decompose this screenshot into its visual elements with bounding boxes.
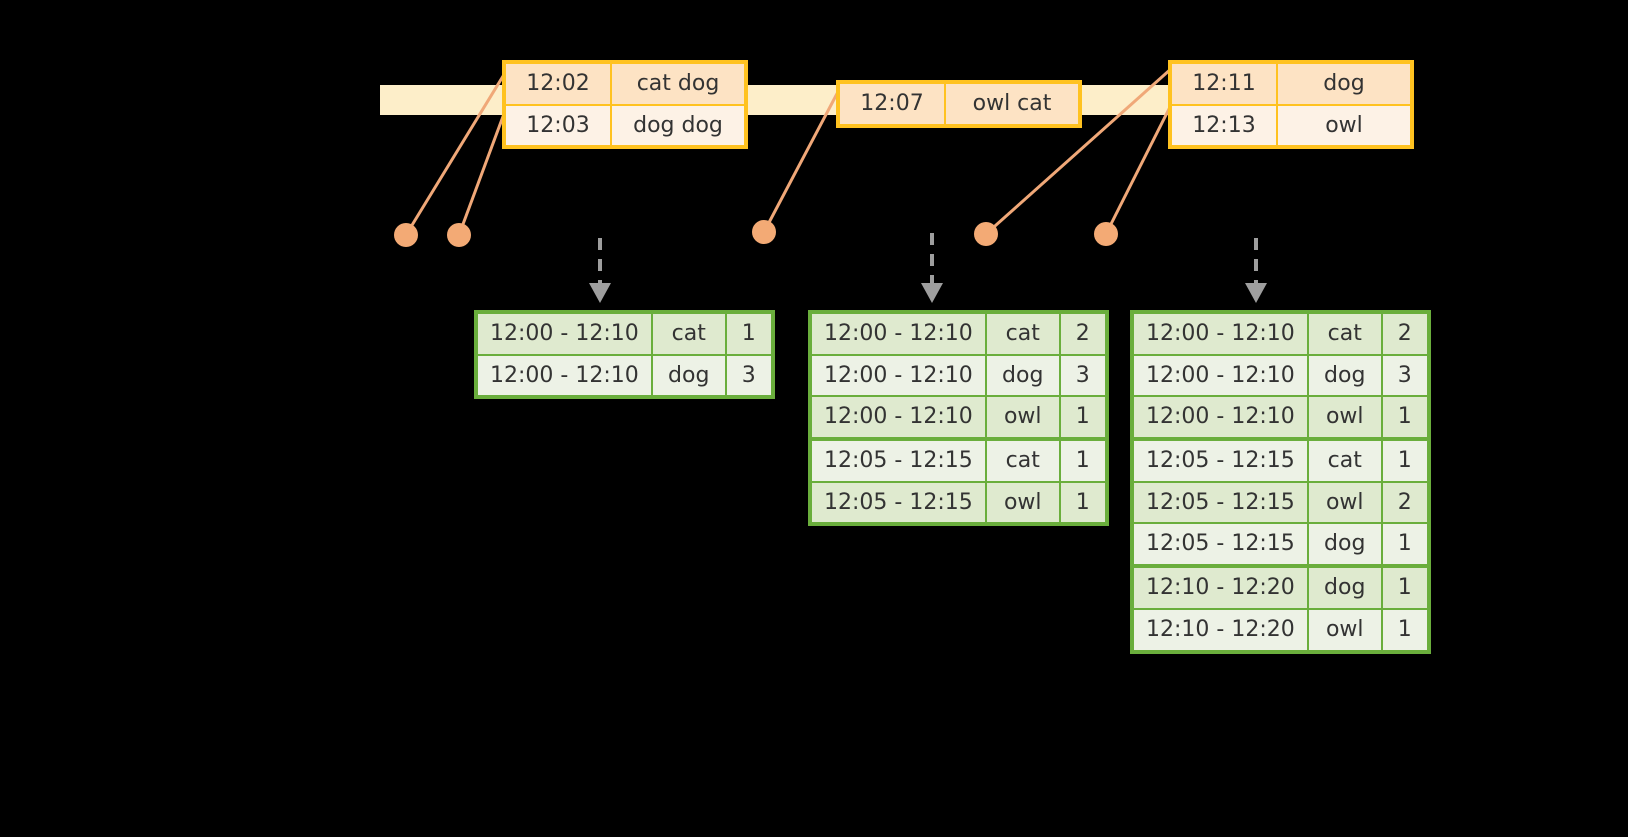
window-word-cell: owl xyxy=(1307,396,1382,441)
window-window-cell: 12:05 - 12:15 xyxy=(1133,481,1308,524)
event-time: 12:02 xyxy=(505,63,611,105)
window-word-cell: owl xyxy=(1307,481,1382,524)
event-dot-5 xyxy=(1094,222,1118,246)
window-word-cell: dog xyxy=(651,354,726,397)
window-window-cell: 12:05 - 12:15 xyxy=(811,481,986,524)
window-count-cell: 1 xyxy=(725,313,772,355)
event-words: owl cat xyxy=(945,83,1079,125)
window-count-cell: 2 xyxy=(1381,313,1428,355)
window-count-cell: 1 xyxy=(1059,396,1106,441)
flow-arrows-group xyxy=(589,233,1267,303)
window-word-cell: cat xyxy=(1307,440,1382,482)
window-window-cell: 12:00 - 12:10 xyxy=(477,354,652,397)
event-dot-1 xyxy=(394,223,418,247)
event-words: owl xyxy=(1277,104,1411,147)
flow-arrow-3 xyxy=(1245,238,1267,303)
event-dot-2 xyxy=(447,223,471,247)
event-time: 12:11 xyxy=(1171,63,1277,105)
window-window-cell: 12:10 - 12:20 xyxy=(1133,567,1308,609)
window-window-cell: 12:05 - 12:15 xyxy=(1133,523,1308,568)
window-count-cell: 3 xyxy=(725,354,772,397)
window-count-cell: 1 xyxy=(1381,523,1428,568)
arrowhead-icon xyxy=(1245,283,1267,303)
event-time: 12:13 xyxy=(1171,104,1277,147)
event-words: dog xyxy=(1277,63,1411,105)
event-row: 12:11 dog xyxy=(1171,63,1411,105)
window-word-cell: owl xyxy=(985,481,1060,524)
event-dot-4 xyxy=(974,222,998,246)
window-window-cell: 12:00 - 12:10 xyxy=(811,313,986,355)
window-word-cell: owl xyxy=(1307,608,1382,651)
window-count-cell: 1 xyxy=(1059,481,1106,524)
window-count-cell: 3 xyxy=(1059,354,1106,397)
window-window-cell: 12:05 - 12:15 xyxy=(811,440,986,482)
connector-line-1 xyxy=(404,67,510,236)
connector-line-2 xyxy=(457,102,510,236)
window-count-cell: 2 xyxy=(1381,481,1428,524)
arrowhead-icon xyxy=(921,283,943,303)
event-group-3-table: 12:11 dog 12:13 owl xyxy=(1168,60,1414,150)
window-word-cell: dog xyxy=(1307,523,1382,568)
window-count-cell: 3 xyxy=(1381,354,1428,397)
window-count-cell: 1 xyxy=(1381,608,1428,651)
event-group-2-table: 12:07 owl cat xyxy=(836,80,1082,128)
window-window-cell: 12:00 - 12:10 xyxy=(1133,354,1308,397)
window-window-cell: 12:00 - 12:10 xyxy=(811,354,986,397)
window-word-cell: cat xyxy=(651,313,726,355)
event-dot-3 xyxy=(752,220,776,244)
window-word-cell: dog xyxy=(1307,567,1382,609)
window-window-cell: 12:00 - 12:10 xyxy=(1133,313,1308,355)
connector-line-5 xyxy=(1104,102,1174,235)
connector-line-3 xyxy=(762,87,842,233)
window-window-cell: 12:00 - 12:10 xyxy=(1133,396,1308,441)
window-word-cell: dog xyxy=(985,354,1060,397)
event-time: 12:07 xyxy=(839,83,945,125)
event-words: cat dog xyxy=(611,63,745,105)
window-count-cell: 1 xyxy=(1381,396,1428,441)
event-words: dog dog xyxy=(611,104,745,147)
window-word-cell: owl xyxy=(985,396,1060,441)
event-row: 12:02 cat dog xyxy=(505,63,745,105)
window-count-cell: 1 xyxy=(1381,440,1428,482)
event-row: 12:13 owl xyxy=(1171,104,1411,147)
window-word-cell: cat xyxy=(1307,313,1382,355)
event-dots-group xyxy=(394,220,1118,247)
arrowhead-icon xyxy=(589,283,611,303)
event-row: 12:03 dog dog xyxy=(505,104,745,147)
window-word-cell: cat xyxy=(985,313,1060,355)
window-window-cell: 12:05 - 12:15 xyxy=(1133,440,1308,482)
window-count-cell: 1 xyxy=(1381,567,1428,609)
window-count-cell: 2 xyxy=(1059,313,1106,355)
window-count-cell: 1 xyxy=(1059,440,1106,482)
event-group-1-table: 12:02 cat dog 12:03 dog dog xyxy=(502,60,748,150)
event-time: 12:03 xyxy=(505,104,611,147)
window-word-cell: dog xyxy=(1307,354,1382,397)
flow-arrow-1 xyxy=(589,238,611,303)
event-row: 12:07 owl cat xyxy=(839,83,1079,125)
window-window-cell: 12:00 - 12:10 xyxy=(811,396,986,441)
window-window-cell: 12:10 - 12:20 xyxy=(1133,608,1308,651)
flow-arrow-2 xyxy=(921,233,943,303)
window-word-cell: cat xyxy=(985,440,1060,482)
window-window-cell: 12:00 - 12:10 xyxy=(477,313,652,355)
